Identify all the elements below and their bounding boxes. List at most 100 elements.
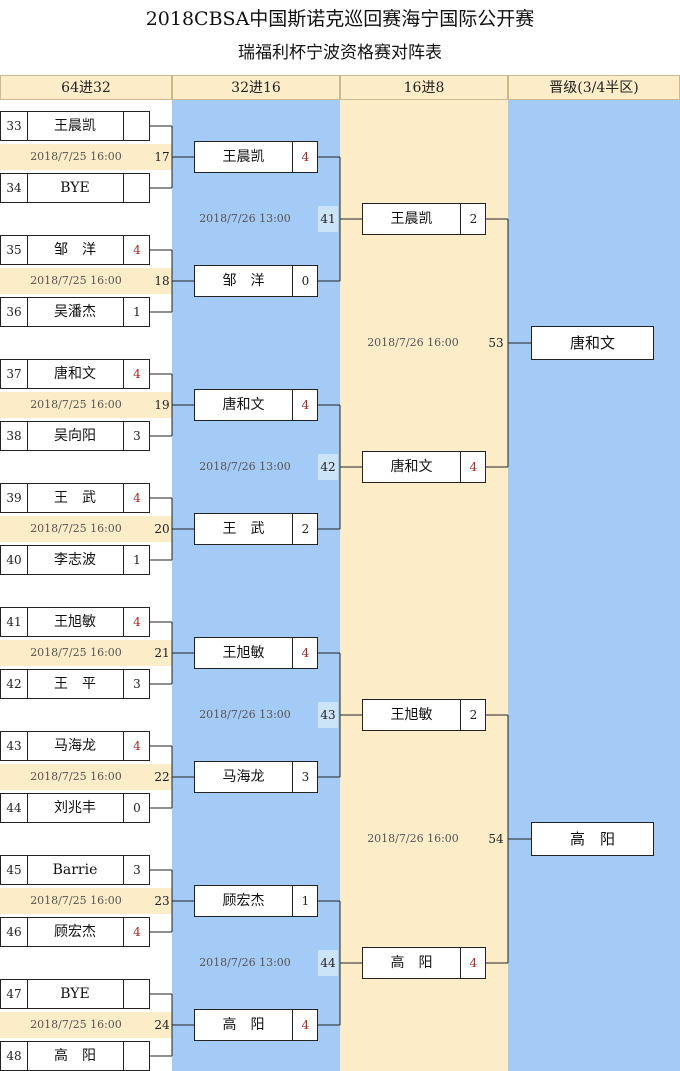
- player-score: 4: [123, 360, 150, 388]
- player-name: 王 平: [54, 676, 96, 692]
- player-name: 王旭敏: [54, 614, 96, 630]
- column-round-16: [340, 75, 508, 1071]
- match-datetime: 2018/7/25 16:00: [30, 274, 122, 287]
- player-score: [123, 980, 150, 1008]
- player-name: 王晨凯: [390, 211, 433, 227]
- match-datetime: 2018/7/25 16:00: [30, 522, 122, 535]
- seed-number: 34: [1, 174, 28, 202]
- date-stripe: [0, 888, 172, 914]
- player-score: 4: [292, 390, 318, 420]
- match-datetime: 2018/7/25 16:00: [30, 770, 122, 783]
- date-stripe: [0, 144, 172, 170]
- player-score: [123, 112, 150, 140]
- player-name: 高 阳: [54, 1048, 96, 1064]
- match-datetime: 2018/7/26 13:00: [199, 708, 291, 721]
- player-score: 4: [123, 484, 150, 512]
- player-score: 3: [123, 422, 150, 450]
- player-name: 吴向阳: [54, 428, 96, 444]
- player-score: 4: [292, 1010, 318, 1040]
- seed-number: 38: [1, 422, 28, 450]
- column-advance: [508, 75, 680, 1071]
- seed-number: 43: [1, 732, 28, 760]
- player-name: Barrie: [52, 862, 98, 878]
- player-name: 李志波: [54, 552, 96, 568]
- seed-number: 48: [1, 1042, 28, 1070]
- player-slot: 王晨凯 2: [362, 203, 486, 235]
- player-slot: 33 王晨凯: [0, 111, 150, 141]
- page-title: 2018CBSA中国斯诺克巡回赛海宁国际公开赛: [145, 8, 535, 30]
- player-name: 王旭敏: [222, 645, 265, 661]
- player-name: 刘兆丰: [54, 800, 96, 816]
- player-slot: 34 BYE: [0, 173, 150, 203]
- player-score: 4: [123, 732, 150, 760]
- match-number: 20: [152, 516, 172, 542]
- player-score: 4: [460, 452, 486, 482]
- player-score: 4: [123, 918, 150, 946]
- match-number: 44: [318, 950, 338, 976]
- player-name: 王晨凯: [54, 118, 96, 134]
- match-number: 23: [152, 888, 172, 914]
- player-name: 顾宏杰: [54, 924, 96, 940]
- player-score: 4: [123, 236, 150, 264]
- player-score: 2: [460, 204, 486, 234]
- player-name: 王 武: [222, 521, 265, 537]
- player-score: 4: [123, 608, 150, 636]
- player-slot: 43 马海龙 4: [0, 731, 150, 761]
- player-name: 马海龙: [54, 738, 96, 754]
- player-name: 唐和文: [390, 459, 433, 475]
- match-datetime: 2018/7/25 16:00: [30, 646, 122, 659]
- match-datetime: 2018/7/25 16:00: [30, 398, 122, 411]
- round-header-32: 32进16: [172, 75, 340, 100]
- player-score: 1: [123, 546, 150, 574]
- seed-number: 33: [1, 112, 28, 140]
- match-datetime: 2018/7/25 16:00: [30, 150, 122, 163]
- seed-number: 37: [1, 360, 28, 388]
- player-name: 吴潘杰: [54, 304, 96, 320]
- page-subtitle: 瑞福利杯宁波资格赛对阵表: [238, 43, 442, 63]
- player-slot: 唐和文 4: [362, 451, 486, 483]
- match-number: 41: [318, 206, 338, 232]
- player-score: 3: [123, 670, 150, 698]
- advanced-player: 唐和文: [531, 326, 654, 360]
- player-slot: 48 高 阳: [0, 1041, 150, 1071]
- seed-number: 44: [1, 794, 28, 822]
- match-datetime: 2018/7/26 13:00: [199, 460, 291, 473]
- player-name: 唐和文: [54, 366, 96, 382]
- date-stripe: [0, 640, 172, 666]
- match-number: 54: [486, 826, 506, 852]
- player-slot: 37 唐和文 4: [0, 359, 150, 389]
- player-name: BYE: [60, 180, 90, 196]
- player-score: [123, 1042, 150, 1070]
- player-name: 高 阳: [390, 955, 433, 971]
- match-datetime: 2018/7/25 16:00: [30, 894, 122, 907]
- match-number: 24: [152, 1012, 172, 1038]
- player-slot: 王旭敏 2: [362, 699, 486, 731]
- match-number: 43: [318, 702, 338, 728]
- player-score: 3: [123, 856, 150, 884]
- player-name: 王旭敏: [390, 707, 433, 723]
- player-score: 4: [460, 948, 486, 978]
- date-stripe: [0, 764, 172, 790]
- seed-number: 35: [1, 236, 28, 264]
- player-score: 4: [292, 142, 318, 172]
- match-number: 17: [152, 144, 172, 170]
- seed-number: 47: [1, 980, 28, 1008]
- player-score: 2: [460, 700, 486, 730]
- match-number: 18: [152, 268, 172, 294]
- player-slot: 高 阳 4: [362, 947, 486, 979]
- match-datetime: 2018/7/25 16:00: [30, 1018, 122, 1031]
